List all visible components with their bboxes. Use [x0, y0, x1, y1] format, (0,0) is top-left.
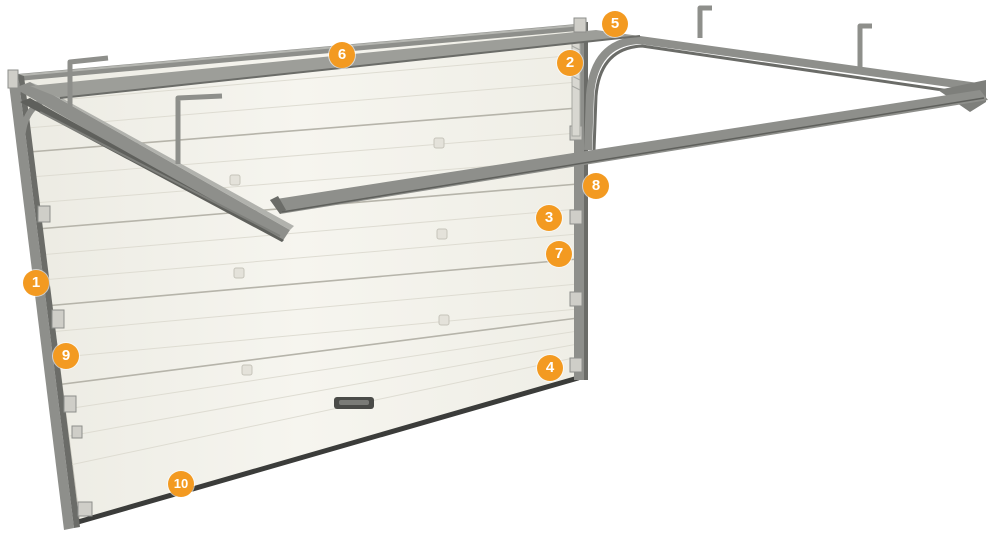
bottom-seal	[75, 375, 581, 525]
callout-4: 4	[537, 355, 563, 381]
callout-1: 1	[23, 270, 49, 296]
callout-5: 5	[602, 11, 628, 37]
top-profile	[11, 23, 583, 82]
panel-hinges	[229, 137, 450, 376]
left-horizontal-track	[14, 82, 294, 242]
right-vertical-track	[574, 22, 588, 380]
corner-bracket-left	[7, 69, 19, 89]
callout-3: 3	[536, 205, 562, 231]
callout-9: 9	[53, 343, 79, 369]
callout-8: 8	[583, 173, 609, 199]
left-side-brackets	[37, 205, 93, 517]
ceiling-hangers	[67, 5, 872, 164]
right-horizontal-track	[584, 35, 986, 151]
callout-10: 10	[168, 471, 194, 497]
diagonal-rail	[270, 90, 988, 214]
panel-ribs	[24, 54, 579, 466]
callout-2: 2	[557, 50, 583, 76]
callout-7: 7	[546, 241, 572, 267]
corner-bracket-right	[573, 17, 587, 33]
callout-6: 6	[329, 42, 355, 68]
door-handle	[334, 397, 374, 409]
